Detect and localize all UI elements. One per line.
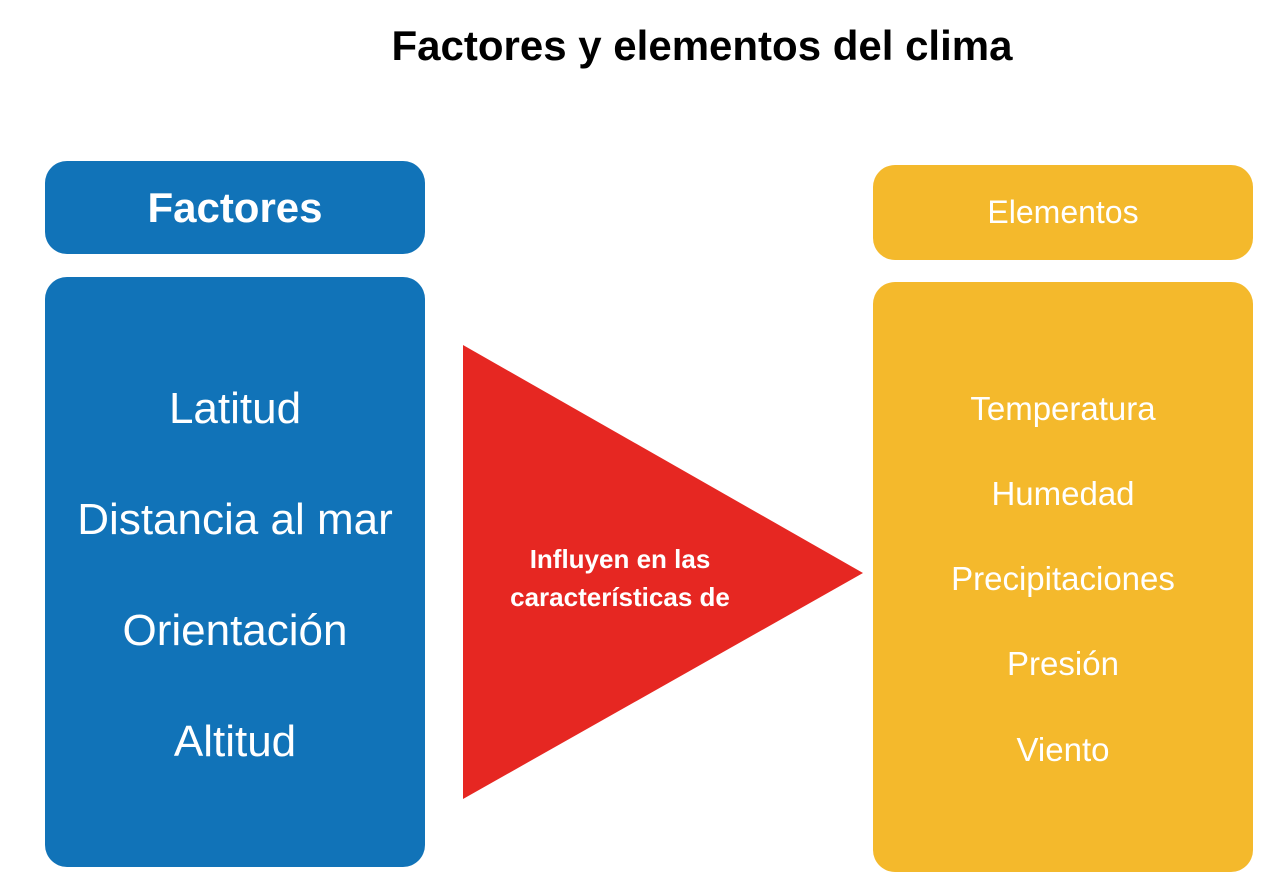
arrow-label-line: características de bbox=[510, 582, 730, 612]
factor-item: Distancia al mar bbox=[77, 495, 393, 544]
factor-item: Altitud bbox=[173, 717, 297, 766]
element-item: Viento bbox=[1016, 731, 1110, 768]
factor-item: Latitud bbox=[168, 384, 302, 433]
factors-header: Factores bbox=[45, 161, 425, 254]
arrow-label: Influyen en las características de bbox=[480, 540, 760, 616]
triangle-shape bbox=[463, 345, 863, 799]
element-item: Presión bbox=[1007, 645, 1119, 682]
factor-item: Orientación bbox=[122, 606, 348, 655]
element-item: Humedad bbox=[991, 475, 1135, 512]
element-item: Temperatura bbox=[970, 390, 1156, 427]
elements-list: Temperatura Humedad Precipitaciones Pres… bbox=[873, 282, 1253, 872]
elements-header: Elementos bbox=[873, 165, 1253, 260]
element-item: Precipitaciones bbox=[951, 560, 1175, 597]
arrow-label-line: Influyen en las bbox=[529, 544, 711, 574]
factors-list: Latitud Distancia al mar Orientación Alt… bbox=[45, 277, 425, 867]
arrow-triangle bbox=[463, 345, 863, 799]
diagram-title: Factores y elementos del clima bbox=[391, 22, 1013, 69]
